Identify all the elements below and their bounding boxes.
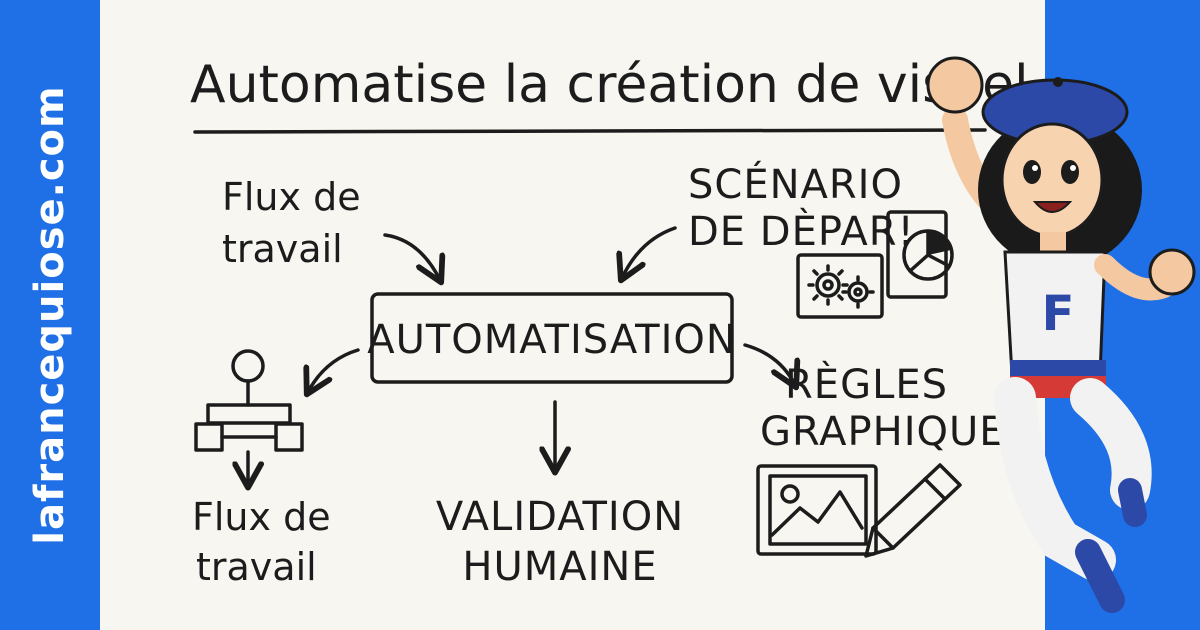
- mascot-shirt-letter: F: [1042, 286, 1075, 342]
- label-scenario-line2: DE DÈPAR!: [688, 207, 915, 255]
- label-regles-line2: GRAPHIQUES: [760, 409, 1032, 455]
- label-flux-top-line1: Flux de: [222, 175, 361, 219]
- arrow-flux-to-center: [383, 233, 440, 280]
- label-flux-top-line2: travail: [222, 227, 343, 271]
- title-underline: [193, 128, 987, 134]
- pencil-icon: [864, 463, 962, 558]
- page-title: Automatise la création de visuel: [190, 55, 1029, 115]
- label-validation-line1: VALIDATION: [436, 494, 684, 540]
- label-validation-line2: HUMAINE: [462, 544, 657, 590]
- image-icon: [756, 464, 878, 556]
- pie-chart-icon: [886, 210, 954, 299]
- label-flux-bottom-line2: travail: [196, 545, 317, 589]
- arrow-center-to-flowchart: [308, 348, 360, 392]
- label-flux-bottom-line1: Flux de: [192, 495, 331, 539]
- center-box: [370, 292, 734, 384]
- gears-icon: [796, 253, 884, 319]
- arrow-center-to-rules: [743, 343, 795, 385]
- arrow-scenario-to-center: [622, 226, 677, 278]
- paper-canvas: [100, 0, 1045, 630]
- label-automatisation: AUTOMATISATION: [367, 317, 737, 363]
- label-scenario-line1: SCÉNARIO: [688, 160, 903, 208]
- label-regles-line1: RÈGLES: [785, 360, 948, 408]
- flowchart-icon: [194, 349, 304, 452]
- mascot-illustration: F: [926, 56, 1196, 613]
- left-brand-band: lafrancequiose.com: [0, 0, 100, 630]
